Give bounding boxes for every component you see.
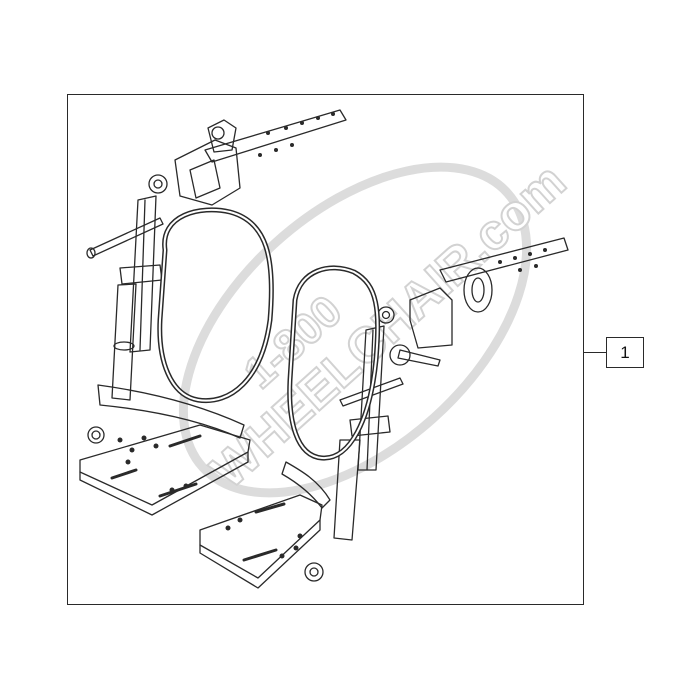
callout-label: 1: [620, 342, 630, 362]
callout-leader-line: [584, 352, 606, 353]
right-legrest: [199, 237, 569, 589]
callout-box: 1: [606, 337, 644, 368]
left-legrest: [79, 109, 347, 516]
diagram-frame: [67, 94, 584, 605]
